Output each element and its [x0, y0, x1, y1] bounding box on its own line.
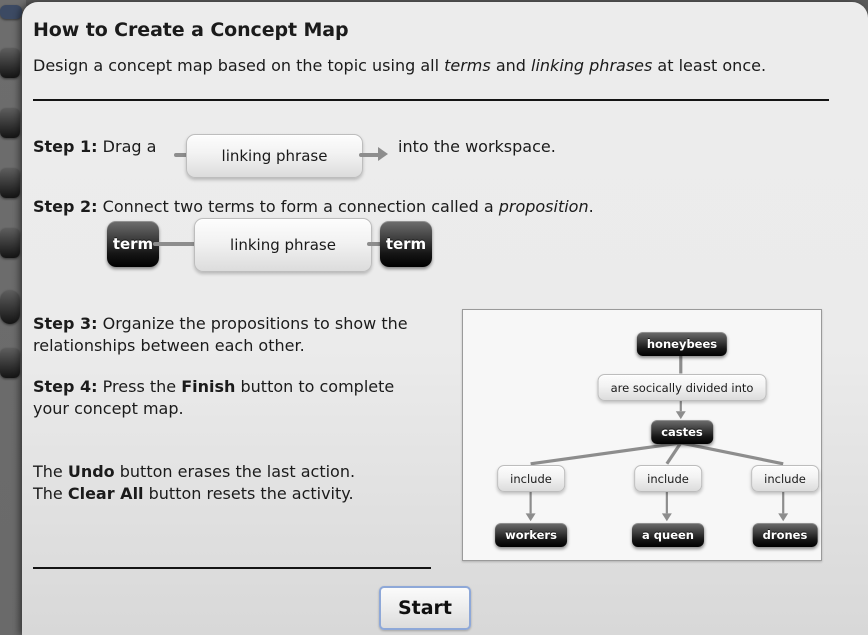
step-4-text: Step 4: Press the Finish button to compl…: [33, 376, 433, 420]
subtitle-terms: terms: [444, 56, 491, 75]
step-1-number: Step 1:: [33, 137, 98, 156]
concept-map-edges: [525, 355, 789, 522]
map-phrase-link1[interactable]: are socically divided into: [597, 374, 767, 401]
notes-text: The Undo button erases the last action. …: [33, 461, 433, 505]
step-2-text-a: Connect two terms to form a connection c…: [97, 197, 499, 216]
note-clear-all: The Clear All button resets the activity…: [33, 483, 433, 505]
note-clear-c: button resets the activity.: [143, 484, 354, 503]
step-1-label: Step 1: Drag a: [33, 137, 156, 156]
step-4-text-b: button to complete your concept map.: [33, 377, 395, 418]
map-edge: [680, 441, 784, 466]
map-phrase-include1[interactable]: include: [497, 465, 565, 492]
step-2-label: Step 2: Connect two terms to form a conn…: [33, 196, 594, 218]
term-chip-left[interactable]: term: [107, 221, 159, 267]
step-4-text-a: Press the: [97, 377, 182, 396]
map-edge: [665, 442, 683, 465]
instructions-dialog: How to Create a Concept Map Design a con…: [22, 2, 868, 635]
map-arrowhead-icon: [525, 513, 536, 522]
subtitle-text-c: at least once.: [652, 56, 767, 75]
map-edge: [530, 441, 682, 466]
map-arrowhead-icon: [778, 513, 789, 522]
step-1-before: Drag a: [97, 137, 157, 156]
map-term-honeybees[interactable]: honeybees: [636, 332, 728, 356]
step-3-text: Step 3: Organize the propositions to sho…: [33, 313, 433, 357]
subtitle-linking-phrases: linking phrases: [531, 56, 653, 75]
connector-line-left: [174, 153, 192, 157]
divider-bottom: [33, 567, 431, 569]
term-chip-right[interactable]: term: [380, 221, 432, 267]
subtitle-text-a: Design a concept map based on the topic …: [33, 56, 445, 75]
backdrop-node: [0, 48, 20, 78]
page-title: How to Create a Concept Map: [33, 19, 349, 41]
step-2-text-b: .: [588, 197, 594, 216]
linking-phrase-chip[interactable]: linking phrase: [194, 218, 372, 272]
connector-line-right: [359, 153, 381, 157]
example-concept-map: honeybees are socically divided into caste…: [462, 309, 822, 561]
note-undo-button-name: Undo: [67, 462, 115, 481]
step-4-number: Step 4:: [33, 377, 98, 396]
step-3-number: Step 3:: [33, 314, 98, 333]
step-2-number: Step 2:: [33, 197, 98, 216]
backdrop-node: [0, 290, 20, 324]
backdrop-node: [0, 348, 20, 378]
map-arrowhead-icon: [661, 513, 672, 522]
note-undo: The Undo button erases the last action.: [33, 461, 433, 483]
step-2-emphasis: proposition: [498, 197, 589, 216]
connector-line-left: [153, 242, 199, 246]
arrow-right-icon: [378, 147, 388, 161]
map-phrase-include2[interactable]: include: [634, 465, 702, 492]
map-term-drones[interactable]: drones: [752, 523, 818, 547]
map-term-workers[interactable]: workers: [495, 523, 567, 547]
note-clear-button-name: Clear All: [67, 484, 144, 503]
note-undo-a: The: [33, 462, 68, 481]
subtitle-text-b: and: [490, 56, 532, 75]
note-clear-a: The: [33, 484, 68, 503]
backdrop-node: [0, 228, 20, 258]
map-term-a-queen[interactable]: a queen: [632, 523, 704, 547]
linking-phrase-chip[interactable]: linking phrase: [186, 134, 363, 178]
page-subtitle: Design a concept map based on the topic …: [33, 56, 766, 75]
note-undo-c: button erases the last action.: [114, 462, 356, 481]
step-3-body: Organize the propositions to show the re…: [33, 314, 408, 355]
map-arrowhead-icon: [675, 411, 686, 420]
backdrop-node: [0, 5, 22, 19]
backdrop-node: [0, 108, 20, 138]
backdrop-node: [0, 168, 20, 198]
start-button[interactable]: Start: [379, 586, 471, 630]
step-1-after: into the workspace.: [398, 137, 556, 156]
divider-top: [33, 99, 829, 101]
connector-line-right: [367, 242, 387, 246]
step-4-finish-name: Finish: [181, 377, 236, 396]
map-phrase-include3[interactable]: include: [751, 465, 819, 492]
map-term-castes[interactable]: castes: [651, 420, 713, 444]
